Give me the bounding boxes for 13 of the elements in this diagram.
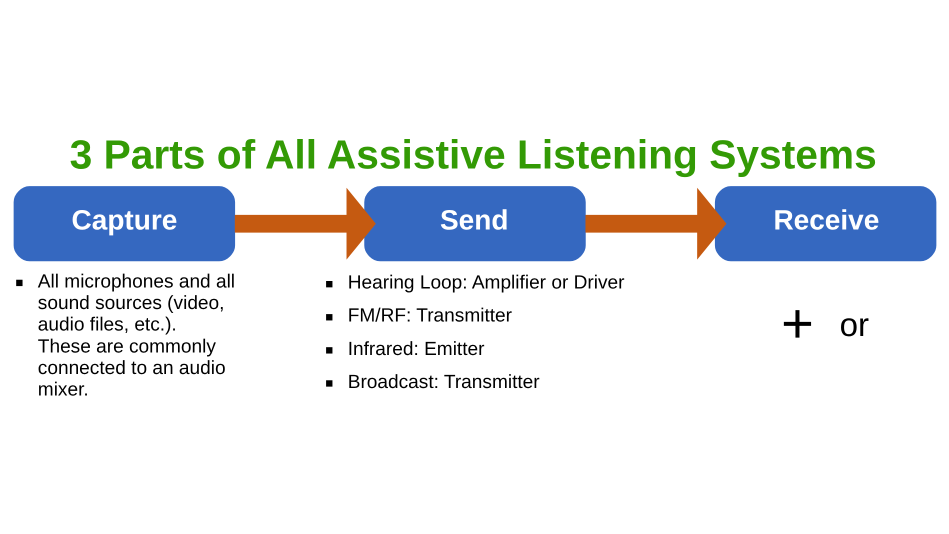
node-label: Broadcast: Transmitter	[347, 372, 540, 393]
node-label: +	[780, 291, 814, 354]
node-label: or	[839, 307, 869, 344]
node-box: Receive	[714, 186, 936, 262]
arrow	[584, 188, 726, 260]
arrow	[234, 188, 376, 260]
diagram-title: 3 Parts of All Assistive Listening Systems	[69, 131, 876, 178]
node-label: All microphones and all sound sources (video, audio files, etc.). These are commonly connected to an audio mixer.	[37, 271, 235, 401]
node-label: FM/RF: Transmitter	[347, 306, 512, 327]
node-box: Capture	[13, 186, 235, 262]
node-box: Send	[364, 186, 586, 262]
node-label: Infrared: Emitter	[347, 338, 484, 360]
node-label: Hearing Loop: Amplifier or Driver	[347, 272, 624, 294]
